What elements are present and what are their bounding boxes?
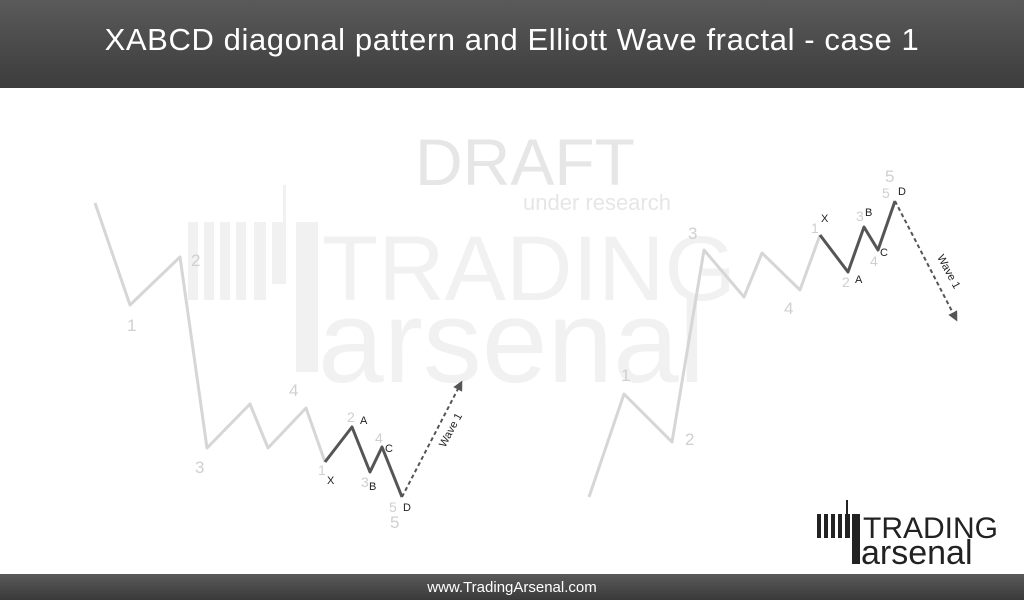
logo-text-top: TRADING (863, 512, 998, 545)
right-label-5b: 5 (882, 185, 890, 201)
right-label-2a: 2 (685, 430, 694, 449)
right-label-d: D (898, 186, 906, 198)
left-wave1-arrow (401, 380, 463, 498)
watermark-draft: DRAFT (415, 125, 635, 199)
left-label-1b: 1 (318, 462, 326, 478)
right-label-1a: 1 (621, 366, 630, 385)
left-label-5a: 5 (390, 513, 399, 532)
left-label-d: D (403, 502, 411, 514)
right-wave1-arrow (894, 200, 958, 322)
left-label-3b: 3 (361, 474, 369, 490)
header-bar: XABCD diagonal pattern and Elliott Wave … (0, 0, 1024, 88)
right-label-x: X (821, 213, 829, 225)
left-label-1a: 1 (127, 316, 136, 335)
left-label-2b: 2 (347, 409, 355, 425)
watermark-subtitle: under research (523, 190, 671, 215)
right-label-3a: 3 (688, 224, 697, 243)
page-title: XABCD diagonal pattern and Elliott Wave … (104, 22, 920, 57)
left-label-3a: 3 (195, 458, 204, 477)
right-label-4a: 4 (784, 299, 793, 318)
logo-bars-icon (817, 500, 860, 564)
footer-url-link[interactable]: www.TradingArsenal.com (427, 579, 597, 596)
left-label-4b: 4 (375, 430, 383, 446)
left-elliott-wave-line (93, 202, 327, 463)
left-label-4a: 4 (289, 381, 298, 400)
left-label-x: X (327, 475, 335, 487)
right-label-5a: 5 (885, 167, 894, 186)
right-label-3b: 3 (856, 208, 864, 224)
watermark-brand-top: TRADING (322, 218, 736, 320)
left-xabcd-line (323, 425, 404, 498)
right-label-2b: 2 (842, 274, 850, 290)
left-label-a: A (360, 415, 368, 427)
logo-text-bottom: arsenal (861, 534, 973, 572)
right-elliott-wave-line (587, 234, 822, 498)
right-label-b: B (865, 207, 872, 219)
left-wave1-label: Wave 1 (437, 411, 465, 449)
brand-logo: TRADING arsenal (817, 500, 998, 572)
footer-bar: www.TradingArsenal.com (0, 574, 1024, 600)
left-label-c: C (385, 443, 393, 455)
watermark-brand-bottom: arsenal (318, 276, 705, 408)
watermark-bars-icon (188, 185, 318, 372)
watermark: DRAFT under research TRADING arsenal (188, 125, 736, 408)
right-label-a: A (855, 274, 863, 286)
right-label-1b: 1 (811, 220, 819, 236)
right-label-c: C (880, 247, 888, 259)
diagram-canvas: DRAFT under research TRADING arsenal 1 2… (93, 125, 998, 572)
left-label-2a: 2 (191, 251, 200, 270)
left-label-b: B (369, 481, 376, 493)
right-label-4b: 4 (870, 253, 878, 269)
left-label-5b: 5 (389, 499, 397, 515)
right-xabcd-line (818, 200, 897, 274)
